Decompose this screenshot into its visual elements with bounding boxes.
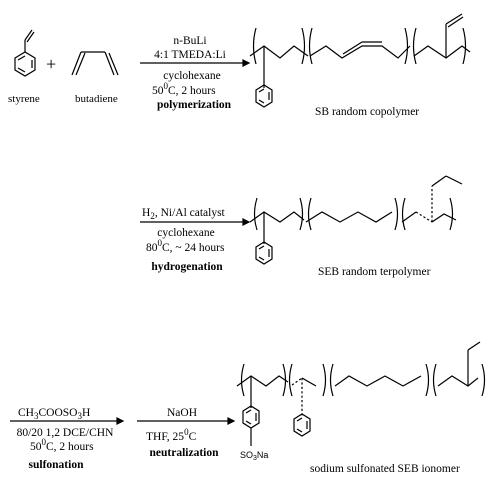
step2-product: SEB random terpolymer xyxy=(318,266,431,278)
step2-reagent: H2, Ni/Al catalyst xyxy=(142,207,226,221)
step3-reagent: CH3COOSO3H xyxy=(18,407,90,421)
step1-reagent-2: 4:1 TMEDA:Li xyxy=(154,49,226,61)
step2-temperature: 800C, ~ 24 hours xyxy=(146,238,225,254)
plus-sign: + xyxy=(46,54,56,74)
ionomer-structure xyxy=(236,341,486,446)
step1-arrowhead xyxy=(242,59,251,67)
styrene-label: styrene xyxy=(8,93,40,105)
step3-arrowhead xyxy=(116,417,125,425)
step4-name: neutralization xyxy=(150,447,220,459)
step4-arrowhead xyxy=(227,417,236,425)
step1-temperature: 500C, 2 hours xyxy=(152,81,216,97)
step4-product: sodium sulfonated SEB ionomer xyxy=(310,463,460,475)
step1-product: SB random copolymer xyxy=(315,106,419,118)
butadiene-label: butadiene xyxy=(75,93,118,105)
seb-terpolymer-structure xyxy=(249,175,463,265)
butadiene-structure xyxy=(71,51,119,76)
step1-name: polymerization xyxy=(157,99,232,111)
sb-copolymer-structure xyxy=(249,13,471,108)
step1-reagent-1: n-BuLi xyxy=(173,35,206,47)
step2-name: hydrogenation xyxy=(151,261,223,273)
sulfonate-group-label: SO3Na xyxy=(240,450,268,462)
step1-solvent: cyclohexane xyxy=(163,70,220,82)
step3-temperature: 500C, 2 hours xyxy=(30,437,94,453)
styrene-structure xyxy=(14,29,36,77)
step4-solvent: THF, 250C xyxy=(146,427,197,443)
step4-reagent: NaOH xyxy=(167,407,197,419)
step3-solvent: 80/20 1,2 DCE/CHN xyxy=(17,427,114,439)
step2-solvent: cyclohexane xyxy=(157,227,214,239)
step3-name: sulfonation xyxy=(29,459,85,471)
step2-arrowhead xyxy=(242,218,251,226)
